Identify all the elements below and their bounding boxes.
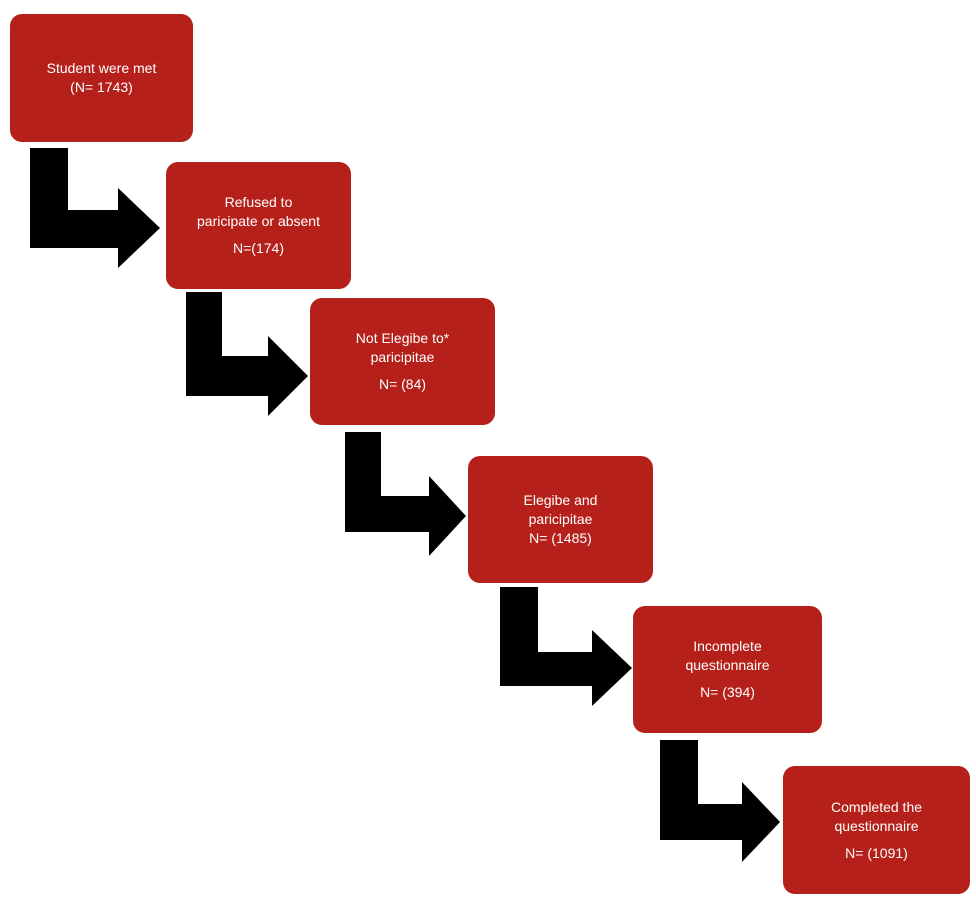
elbow-arrow-1: [30, 148, 160, 268]
box-completed-count: N= (1091): [845, 844, 908, 861]
box-students-met: Student were met (N= 1743): [10, 14, 193, 142]
box-eligible: Elegibe and paricipitae N= (1485): [468, 456, 653, 583]
box-not-eligible-line2: paricipitae: [370, 349, 435, 365]
box-incomplete-line1: Incomplete: [693, 638, 762, 654]
box-students-met-line1: Student were met: [46, 60, 157, 76]
box-eligible-count: N= (1485): [529, 530, 592, 546]
box-incomplete-count: N= (394): [700, 684, 755, 700]
box-completed-line2: questionnaire: [834, 817, 919, 834]
elbow-arrow-2: [186, 292, 308, 416]
elbow-arrow-5: [660, 740, 780, 862]
box-incomplete: Incomplete questionnaire N= (394): [633, 606, 822, 733]
box-completed-line1: Completed the: [830, 798, 923, 815]
box-not-eligible-line1: Not Elegibe to*: [355, 330, 450, 346]
box-eligible-line2: paricipitae: [528, 511, 593, 527]
box-refused-line2: paricipate or absent: [197, 213, 320, 229]
box-refused: Refused to paricipate or absent N=(174): [166, 162, 351, 289]
elbow-arrow-4: [500, 587, 632, 706]
box-incomplete-line2: questionnaire: [685, 657, 770, 673]
box-not-eligible-count: N= (84): [378, 376, 427, 392]
elbow-arrow-3: [345, 432, 466, 556]
box-students-met-count: (N= 1743): [70, 79, 133, 95]
box-refused-count: N=(174): [233, 240, 284, 256]
box-completed: Completed the questionnaire N= (1091): [783, 766, 970, 894]
box-not-eligible: Not Elegibe to* paricipitae N= (84): [310, 298, 495, 425]
box-eligible-line1: Elegibe and: [523, 492, 598, 508]
box-refused-line1: Refused to: [224, 194, 293, 210]
